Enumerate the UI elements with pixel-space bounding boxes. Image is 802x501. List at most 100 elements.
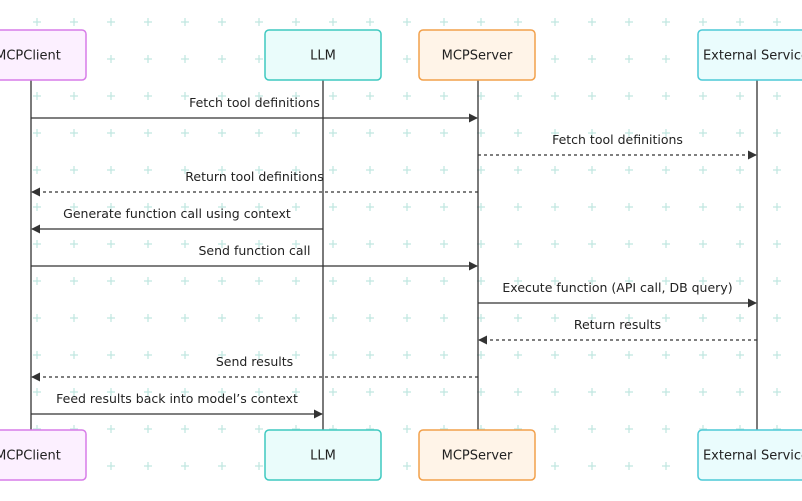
actor-server-bottom: MCPServer [418,429,536,481]
grid-plus-icon [181,18,189,26]
grid-plus-icon [181,277,189,285]
message-1: Fetch tool definitions [31,95,478,123]
grid-plus-icon [773,166,781,174]
grid-plus-icon [403,92,411,100]
grid-plus-icon [181,203,189,211]
grid-plus-icon [625,351,633,359]
grid-plus-icon [551,129,559,137]
message-label: Fetch tool definitions [552,132,683,147]
grid-plus-icon [70,92,78,100]
grid-plus-icon [181,92,189,100]
grid-plus-icon [33,203,41,211]
grid-plus-icon [107,92,115,100]
actor-label: External Service [703,449,802,464]
grid-plus-icon [588,314,596,322]
grid-plus-icon [144,203,152,211]
grid-plus-icon [662,18,670,26]
grid-plus-icon [329,92,337,100]
grid-plus-icon [551,462,559,470]
grid-plus-icon [144,351,152,359]
grid-plus-icon [366,92,374,100]
grid-plus-icon [736,351,744,359]
grid-plus-icon [514,129,522,137]
grid-plus-icon [218,92,226,100]
actor-llm-bottom: LLM [264,429,382,481]
grid-plus-icon [144,314,152,322]
grid-plus-icon [329,203,337,211]
grid-plus-icon [699,166,707,174]
message-label: Generate function call using context [63,206,291,221]
grid-plus-icon [107,388,115,396]
grid-plus-icon [218,462,226,470]
grid-plus-icon [107,18,115,26]
grid-plus-icon [403,388,411,396]
grid-plus-icon [255,425,263,433]
message-3: Return tool definitions [31,169,478,197]
grid-plus-icon [70,129,78,137]
message-label: Send results [216,354,293,369]
grid-plus-icon [218,166,226,174]
grid-plus-icon [514,388,522,396]
grid-plus-icon [33,92,41,100]
grid-plus-icon [403,203,411,211]
grid-plus-icon [218,277,226,285]
grid-plus-icon [588,462,596,470]
grid-plus-icon [329,277,337,285]
grid-plus-icon [255,462,263,470]
grid-plus-icon [70,351,78,359]
grid-plus-icon [403,240,411,248]
grid-plus-icon [144,388,152,396]
grid-plus-icon [33,18,41,26]
grid-plus-icon [625,129,633,137]
grid-plus-icon [551,314,559,322]
grid-plus-icon [699,388,707,396]
grid-plus-icon [292,129,300,137]
grid-plus-icon [33,240,41,248]
grid-plus-icon [107,203,115,211]
grid-plus-icon [181,425,189,433]
grid-plus-icon [33,351,41,359]
grid-plus-icon [70,314,78,322]
grid-plus-icon [662,314,670,322]
grid-plus-icon [33,166,41,174]
grid-plus-icon [292,203,300,211]
actor-label: MCPServer [442,449,513,464]
grid-plus-icon [144,240,152,248]
grid-plus-icon [662,388,670,396]
grid-plus-icon [403,129,411,137]
grid-plus-icon [588,55,596,63]
actor-label: LLM [310,49,336,64]
grid-plus-icon [181,388,189,396]
grid-plus-icon [144,166,152,174]
grid-plus-icon [255,240,263,248]
grid-plus-icon [625,388,633,396]
grid-plus-icon [625,92,633,100]
grid-plus-icon [440,351,448,359]
message-label: Send function call [199,243,311,258]
grid-plus-icon [699,129,707,137]
actor-external-bottom: External Service [697,429,802,481]
grid-plus-icon [588,92,596,100]
grid-plus-icon [588,277,596,285]
grid-plus-icon [773,388,781,396]
grid-plus-icon [625,425,633,433]
grid-plus-icon [292,314,300,322]
grid-plus-icon [625,166,633,174]
message-2: Fetch tool definitions [478,132,757,160]
actor-label: External Service [703,49,802,64]
grid-plus-icon [144,92,152,100]
grid-plus-icon [144,462,152,470]
grid-plus-icon [588,240,596,248]
grid-plus-icon [144,55,152,63]
grid-plus-icon [70,203,78,211]
message-9: Feed results back into model’s context [31,391,323,419]
grid-plus-icon [551,277,559,285]
grid-plus-icon [773,203,781,211]
grid-plus-icon [736,203,744,211]
grid-plus-icon [218,425,226,433]
grid-plus-icon [366,388,374,396]
actor-server-top: MCPServer [418,29,536,81]
grid-plus-icon [662,351,670,359]
